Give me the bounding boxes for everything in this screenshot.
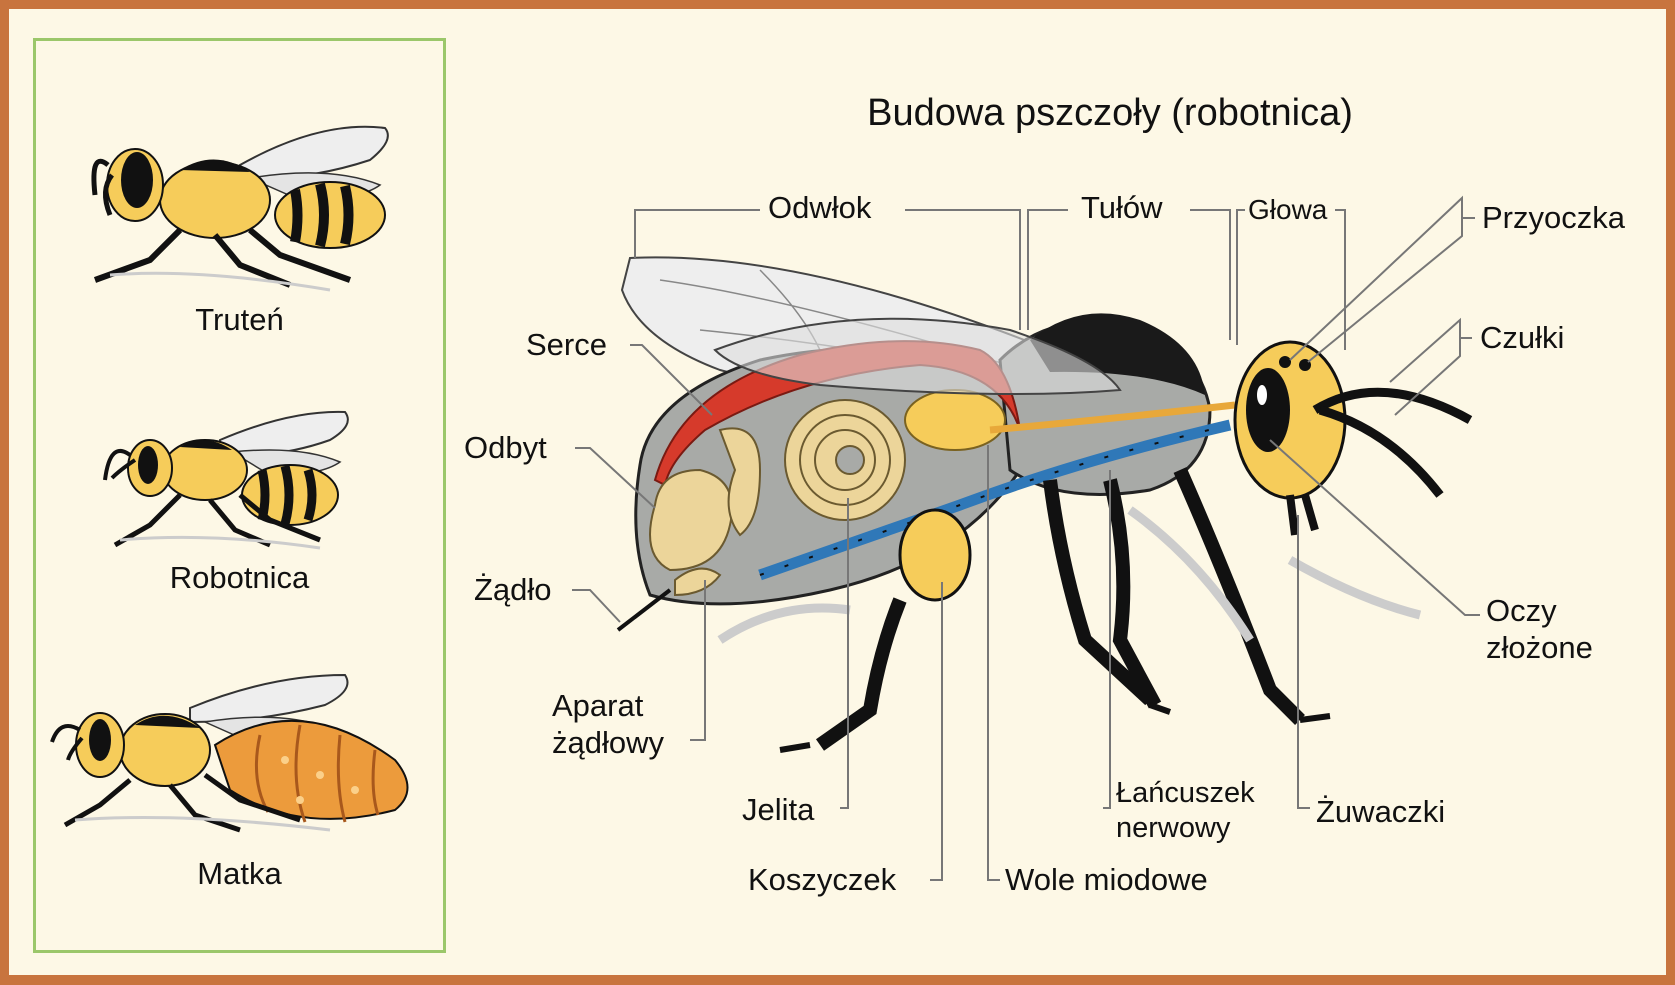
label-oczy-1: Oczy	[1486, 593, 1557, 629]
label-odbyt: Odbyt	[464, 430, 547, 466]
label-lancuszek-1: Łańcuszek	[1116, 775, 1255, 811]
label-odwlok: Odwłok	[768, 190, 871, 226]
leader-zadlo	[572, 590, 620, 622]
leader-wole	[988, 445, 1000, 880]
label-zuwaczki: Żuwaczki	[1316, 794, 1445, 830]
leader-glowa	[1237, 210, 1345, 350]
label-lancuszek-2: nerwowy	[1116, 810, 1230, 846]
leader-zuwaczki	[1298, 515, 1310, 808]
label-jelita: Jelita	[742, 792, 814, 828]
label-serce: Serce	[526, 327, 607, 363]
caste-label-queen: Matka	[33, 856, 446, 892]
label-aparat-1: Aparat	[552, 688, 643, 724]
worker-illustration	[105, 412, 348, 548]
label-zadlo: Żądło	[474, 572, 552, 608]
diagram-title: Budowa pszczoły (robotnica)	[760, 92, 1460, 135]
caste-label-worker: Robotnica	[33, 560, 446, 596]
label-oczy-2: złożone	[1486, 630, 1593, 666]
drone-illustration	[94, 127, 388, 290]
label-koszyczek: Koszyczek	[748, 862, 896, 898]
leader-lancuszek	[1103, 470, 1110, 808]
queen-illustration	[52, 675, 408, 830]
label-glowa: Głowa	[1248, 192, 1327, 228]
label-czulki: Czułki	[1480, 320, 1564, 356]
caste-label-drone: Truteń	[33, 302, 446, 338]
label-aparat-2: żądłowy	[552, 725, 664, 761]
label-tulow: Tułów	[1081, 190, 1163, 226]
label-przyoczka: Przyoczka	[1482, 200, 1625, 236]
label-wole: Wole miodowe	[1005, 862, 1208, 898]
leader-koszyczek	[930, 582, 942, 880]
